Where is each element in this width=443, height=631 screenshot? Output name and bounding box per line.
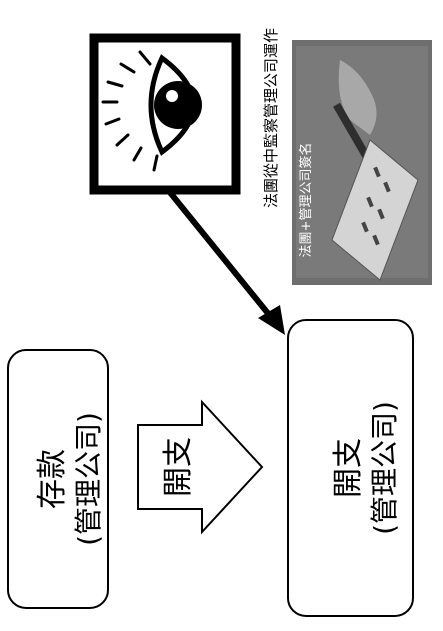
photo-overlay-text: 法團+管理公司簽名 [298, 143, 314, 258]
monitor-caption: 法團從中監察管理公司運作 [262, 28, 280, 208]
monitor-arrow [165, 187, 285, 335]
deposit-box: 存款 (管理公司) [7, 349, 109, 609]
document-photo: 法團+管理公司簽名 [292, 40, 432, 285]
expense-box: 開支 (管理公司) [287, 319, 414, 617]
deposit-label: 存款 [35, 449, 70, 509]
expense-sublabel: (管理公司) [368, 401, 401, 535]
eye-icon [89, 33, 241, 195]
deposit-sublabel: (管理公司) [72, 412, 105, 546]
flow-arrow-label: 開支 [161, 437, 196, 497]
expense-label: 開支 [331, 438, 366, 498]
flow-arrow: 開支 [137, 399, 264, 535]
